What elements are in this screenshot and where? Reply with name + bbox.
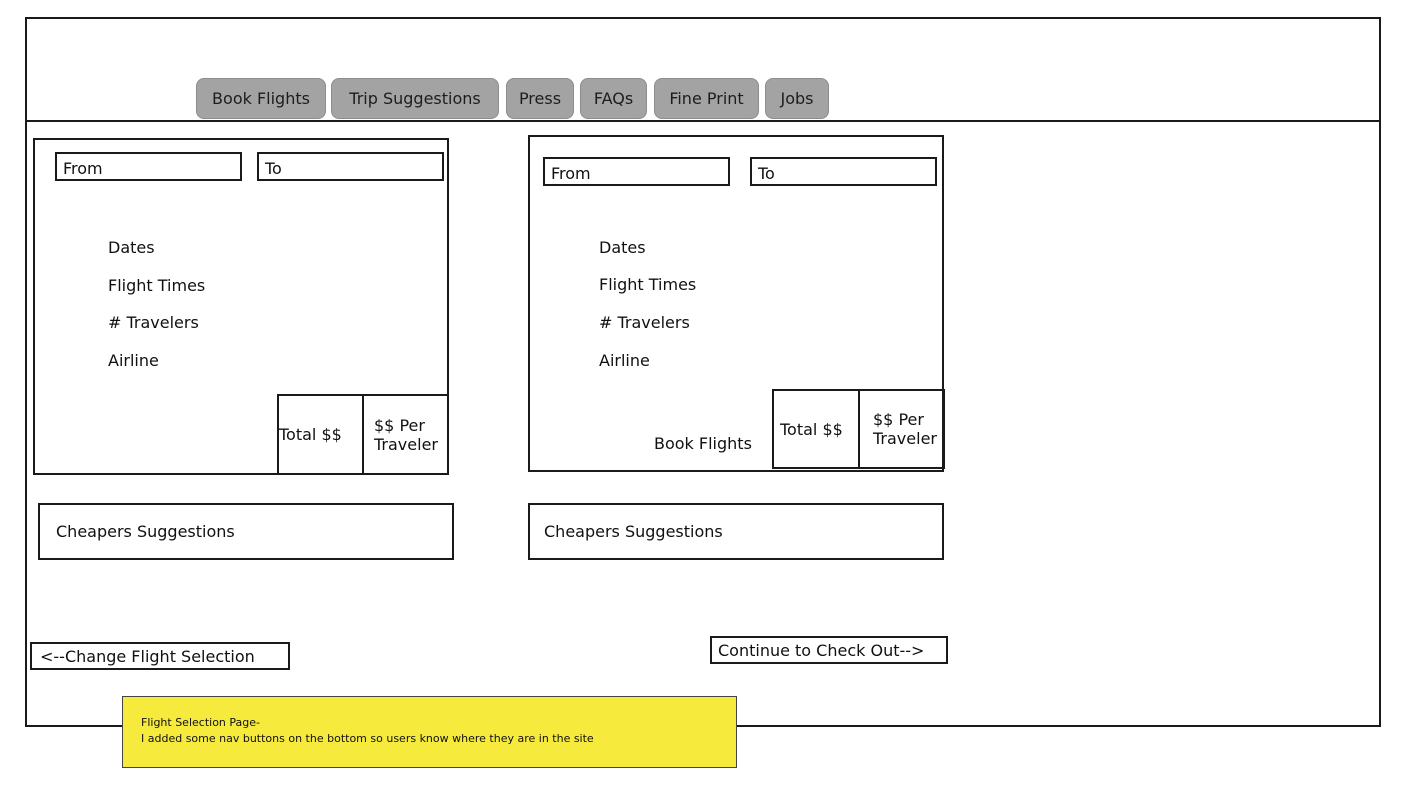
tab-fine-print[interactable]: Fine Print bbox=[654, 78, 759, 119]
right-suggestions-label: Cheapers Suggestions bbox=[544, 522, 723, 541]
right-flight-times-label: Flight Times bbox=[599, 275, 697, 294]
left-per-traveler-line1: $$ Per bbox=[374, 415, 425, 435]
left-per-traveler-cell: $$ Per Traveler bbox=[362, 394, 449, 475]
right-dates-label: Dates bbox=[599, 238, 646, 257]
tab-faqs[interactable]: FAQs bbox=[580, 78, 647, 119]
left-flight-panel bbox=[33, 138, 449, 475]
continue-checkout-button[interactable]: Continue to Check Out--> bbox=[710, 636, 948, 664]
annotation-line1: Flight Selection Page- bbox=[141, 716, 260, 729]
left-to-field[interactable]: To bbox=[257, 152, 444, 181]
change-flight-selection-button[interactable]: <--Change Flight Selection bbox=[30, 642, 290, 670]
right-per-traveler-line2: Traveler bbox=[873, 429, 937, 448]
left-total-label: Total $$ bbox=[279, 425, 342, 444]
right-from-field[interactable]: From bbox=[543, 157, 730, 186]
change-flight-selection-label: <--Change Flight Selection bbox=[40, 646, 255, 666]
left-cheaper-suggestions[interactable]: Cheapers Suggestions bbox=[38, 503, 454, 560]
tab-press[interactable]: Press bbox=[506, 78, 574, 119]
right-airline-label: Airline bbox=[599, 351, 650, 370]
left-per-traveler-line2: Traveler bbox=[374, 434, 438, 454]
tab-trip-suggestions[interactable]: Trip Suggestions bbox=[331, 78, 499, 119]
right-per-traveler-cell: $$ Per Traveler bbox=[858, 389, 945, 469]
right-to-field[interactable]: To bbox=[750, 157, 937, 186]
right-cheaper-suggestions[interactable]: Cheapers Suggestions bbox=[528, 503, 944, 560]
annotation-note: Flight Selection Page- I added some nav … bbox=[122, 696, 737, 768]
left-suggestions-label: Cheapers Suggestions bbox=[56, 522, 235, 541]
right-per-traveler-line1: $$ Per bbox=[873, 410, 924, 429]
right-total-label: Total $$ bbox=[780, 419, 843, 439]
left-flight-times-label: Flight Times bbox=[108, 276, 206, 295]
tab-book-flights[interactable]: Book Flights bbox=[196, 78, 326, 119]
right-travelers-label: # Travelers bbox=[599, 313, 690, 332]
left-total-cell: Total $$ bbox=[277, 394, 364, 475]
left-dates-label: Dates bbox=[108, 238, 155, 257]
annotation-line2: I added some nav buttons on the bottom s… bbox=[141, 732, 594, 745]
tab-jobs[interactable]: Jobs bbox=[765, 78, 829, 119]
continue-checkout-label: Continue to Check Out--> bbox=[718, 640, 925, 660]
right-flight-panel bbox=[528, 135, 944, 472]
right-total-cell: Total $$ bbox=[772, 389, 860, 469]
right-book-flights-button[interactable]: Book Flights bbox=[654, 434, 752, 453]
left-from-field[interactable]: From bbox=[55, 152, 242, 181]
left-airline-label: Airline bbox=[108, 351, 159, 370]
left-travelers-label: # Travelers bbox=[108, 313, 199, 332]
header-divider bbox=[25, 120, 1381, 122]
